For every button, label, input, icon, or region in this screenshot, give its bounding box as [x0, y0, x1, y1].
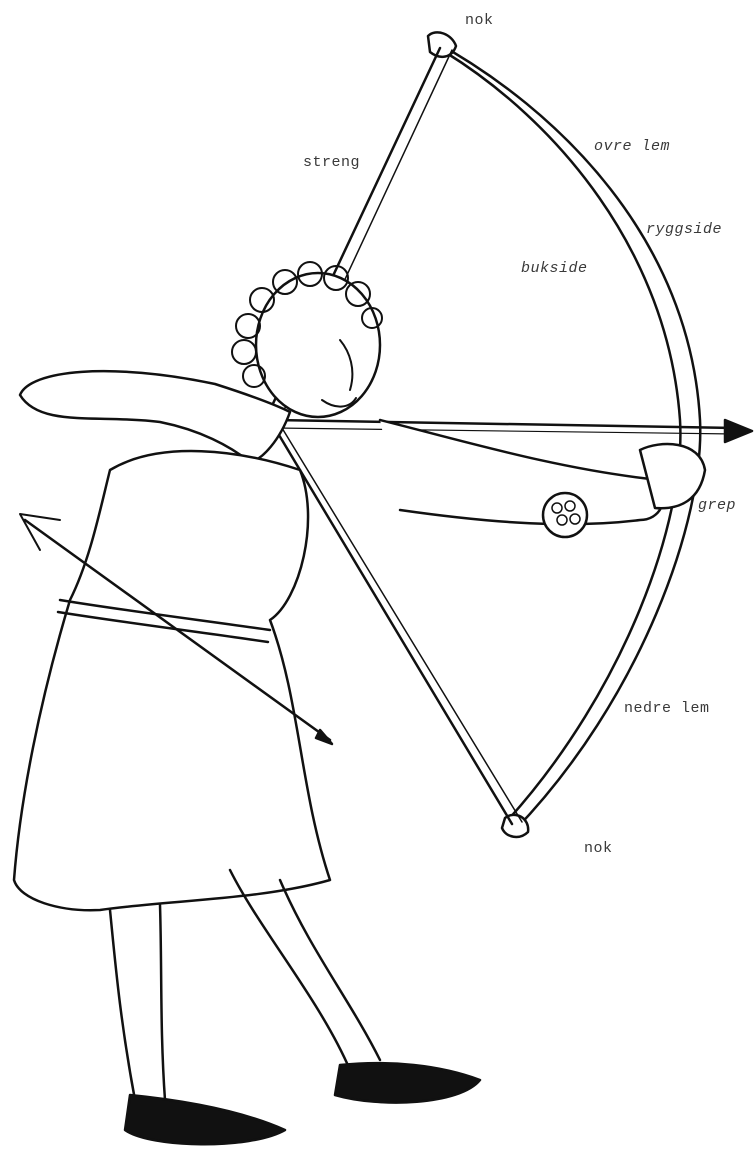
label-upper-limb: ovre lem [594, 138, 670, 155]
bottom-nock [502, 815, 528, 837]
bow-arm [380, 420, 664, 524]
arrow-shaft [275, 420, 735, 428]
arrow-head [725, 420, 752, 442]
left-leg [110, 910, 135, 1100]
label-belly: bukside [521, 260, 588, 277]
label-grip: grep [698, 497, 736, 514]
right-shoe [335, 1063, 480, 1102]
label-lower-limb: nedre lem [624, 700, 710, 717]
label-bottom-nock: nok [584, 840, 613, 857]
draw-arm [20, 371, 290, 462]
label-back: ryggside [646, 221, 722, 238]
label-top-nock: nok [465, 12, 494, 29]
top-nock [428, 32, 456, 56]
label-string: streng [303, 154, 360, 171]
left-shoe [125, 1095, 285, 1144]
bracer [543, 493, 587, 537]
head [256, 273, 380, 417]
tunic [14, 451, 330, 910]
